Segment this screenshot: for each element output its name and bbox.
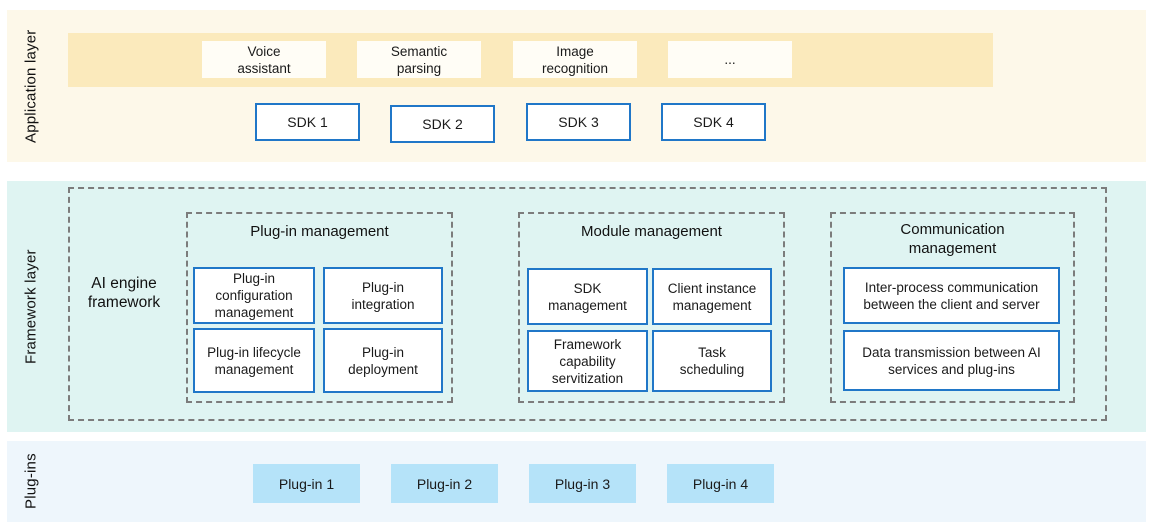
plugins-layer-label: Plug-ins bbox=[22, 453, 40, 510]
framework-layer-label: Framework layer bbox=[22, 249, 40, 364]
ai-engine-framework-box bbox=[68, 187, 1107, 421]
group-communication-management-title: Communication management bbox=[900, 221, 1005, 257]
plugin-4-chip: Plug-in 4 bbox=[667, 464, 774, 503]
box-client-instance-management: Client instance management bbox=[652, 268, 772, 325]
application-layer-label: Application layer bbox=[22, 29, 40, 143]
group-module-management-box bbox=[518, 212, 785, 403]
group-plugin-management-title: Plug-in management bbox=[250, 223, 389, 240]
box-data-transmission: Data transmission between AI services an… bbox=[843, 330, 1060, 391]
plugin-2-chip: Plug-in 2 bbox=[391, 464, 498, 503]
box-plugin-configuration-management: Plug-in configuration management bbox=[193, 267, 315, 324]
app-box-ellipsis: ... bbox=[668, 41, 792, 78]
box-plugin-integration: Plug-in integration bbox=[323, 267, 443, 324]
box-plugin-deployment: Plug-in deployment bbox=[323, 328, 443, 393]
group-plugin-management-box bbox=[186, 212, 453, 403]
group-module-management-title: Module management bbox=[581, 223, 722, 240]
sdk-1-box: SDK 1 bbox=[255, 103, 360, 141]
sdk-3-box: SDK 3 bbox=[526, 103, 631, 141]
app-box-image-recognition: Image recognition bbox=[513, 41, 637, 78]
box-task-scheduling: Task scheduling bbox=[652, 330, 772, 392]
ai-engine-framework-label: AI engine framework bbox=[87, 275, 161, 311]
plugin-1-chip: Plug-in 1 bbox=[253, 464, 360, 503]
sdk-2-box: SDK 2 bbox=[390, 105, 495, 143]
box-sdk-management: SDK management bbox=[527, 268, 648, 325]
box-plugin-lifecycle-management: Plug-in lifecycle management bbox=[193, 328, 315, 393]
app-box-semantic-parsing: Semantic parsing bbox=[357, 41, 481, 78]
box-interprocess-communication: Inter-process communication between the … bbox=[843, 267, 1060, 324]
box-framework-capability-servitization: Framework capability servitization bbox=[527, 330, 648, 392]
sdk-4-box: SDK 4 bbox=[661, 103, 766, 141]
plugin-3-chip: Plug-in 3 bbox=[529, 464, 636, 503]
group-communication-management-box bbox=[830, 212, 1075, 403]
app-box-voice-assistant: Voice assistant bbox=[202, 41, 326, 78]
